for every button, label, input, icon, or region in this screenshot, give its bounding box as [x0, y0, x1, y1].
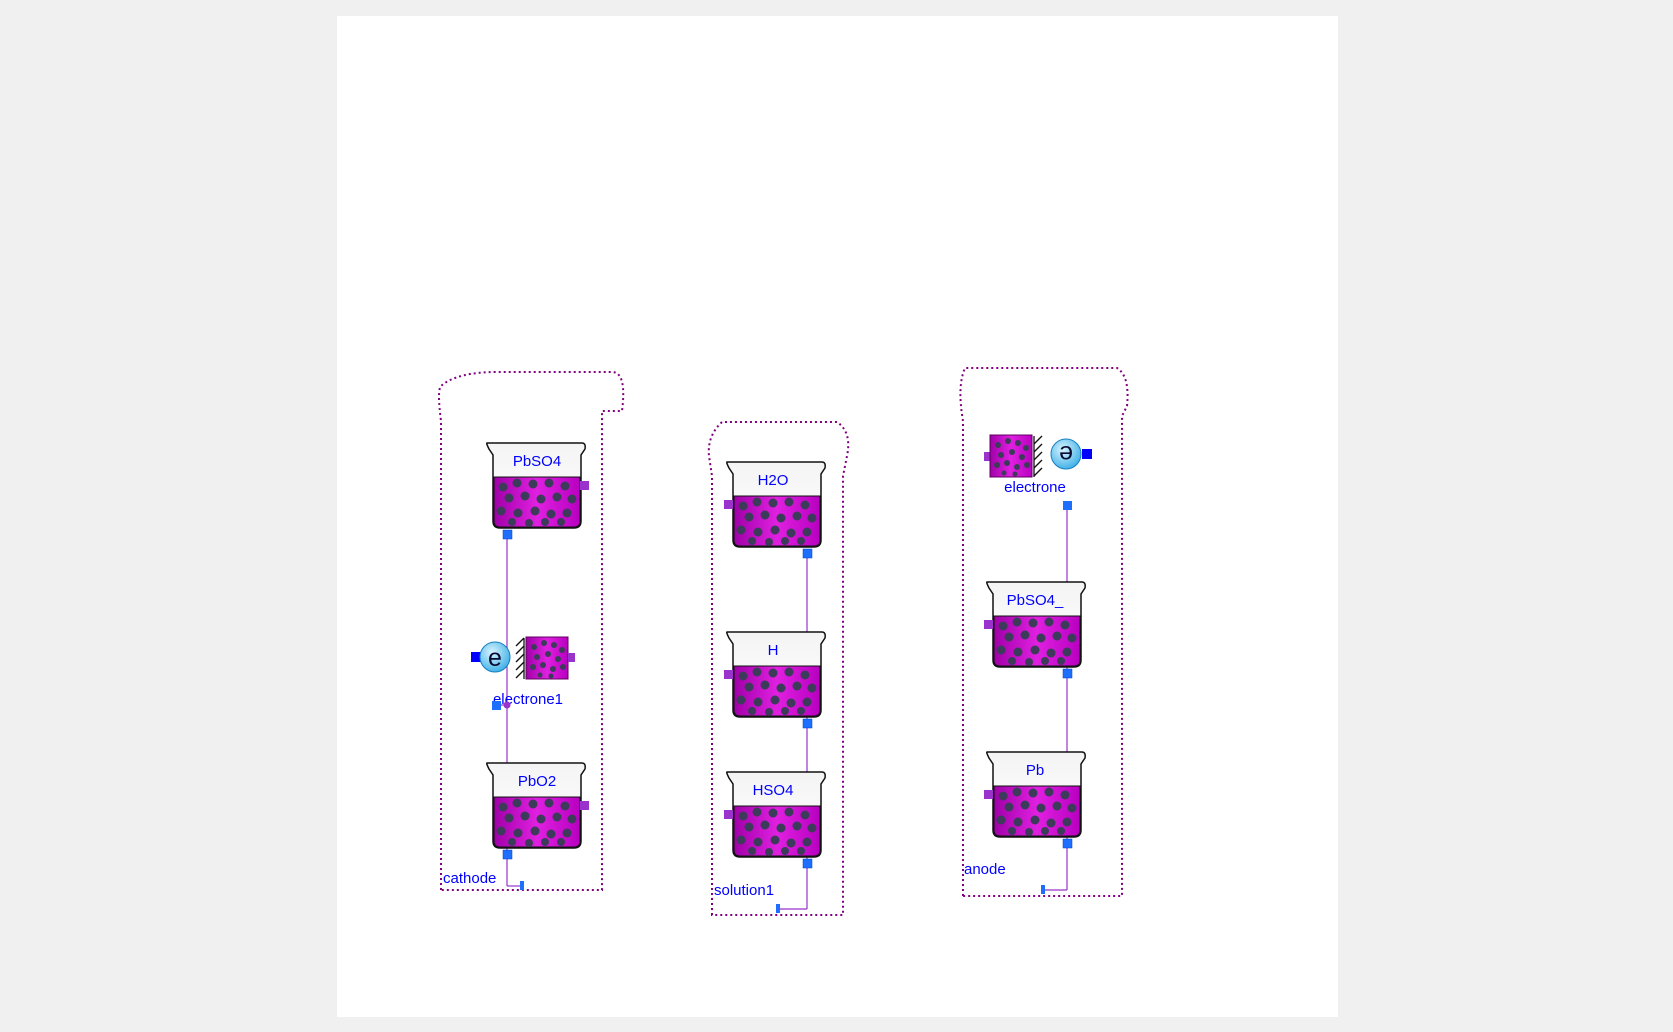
group-port[interactable]	[776, 904, 780, 913]
diagram-svg: cathode PbSO4 e	[438, 367, 1129, 916]
electron-symbol: e	[488, 644, 502, 672]
solid-substance-box	[989, 434, 1033, 478]
side-port[interactable]	[724, 670, 733, 679]
solution-group[interactable]: solution1 H2O	[707, 421, 850, 916]
particles	[530, 640, 566, 679]
group-label: solution1	[714, 882, 774, 899]
substance-beaker[interactable]: PbSO4_	[984, 581, 1086, 679]
electron-label: electrone1	[493, 691, 563, 708]
diagram-canvas: cathode PbSO4 e	[337, 16, 1338, 1017]
particles	[736, 667, 817, 716]
electron-icon	[479, 641, 511, 673]
side-port[interactable]	[984, 452, 991, 461]
bottom-port[interactable]	[502, 529, 513, 540]
beaker-label: H2O	[758, 472, 789, 489]
bottom-port[interactable]	[1062, 838, 1073, 849]
beaker-label: PbO2	[518, 773, 556, 790]
particles	[994, 438, 1030, 477]
particles	[996, 787, 1077, 836]
particles	[736, 807, 817, 856]
anode-group[interactable]: anode e electrone	[959, 367, 1129, 897]
substance-beaker[interactable]: H2O	[724, 461, 826, 559]
substance-beaker[interactable]: Pb	[984, 751, 1086, 849]
substance-beaker[interactable]: PbSO4	[486, 442, 589, 540]
side-port[interactable]	[580, 801, 589, 810]
beaker-label: PbSO4_	[1007, 592, 1064, 609]
cathode-boundary	[438, 371, 625, 891]
group-label: anode	[964, 861, 1006, 878]
bottom-port[interactable]	[802, 548, 813, 559]
electron-symbol: e	[1059, 440, 1073, 468]
particles	[496, 798, 577, 847]
substance-beaker[interactable]: HSO4	[724, 771, 826, 869]
group-port[interactable]	[520, 881, 524, 890]
bottom-port[interactable]	[492, 701, 501, 710]
beaker-label: HSO4	[753, 782, 794, 799]
side-port[interactable]	[724, 500, 733, 509]
bottom-port[interactable]	[1063, 501, 1072, 510]
side-port[interactable]	[984, 620, 993, 629]
solid-substance-box	[525, 636, 569, 680]
electron-port[interactable]	[1082, 449, 1092, 459]
electron-component[interactable]: e electrone	[984, 434, 1092, 510]
group-port[interactable]	[1041, 885, 1045, 894]
substance-beaker[interactable]: PbO2	[486, 762, 589, 860]
particles	[736, 497, 817, 546]
bottom-port[interactable]	[802, 858, 813, 869]
bottom-port[interactable]	[802, 718, 813, 729]
side-port[interactable]	[984, 790, 993, 799]
bottom-port[interactable]	[502, 849, 513, 860]
electron-component[interactable]: e electrone1	[471, 636, 575, 710]
substance-beaker[interactable]: H	[724, 631, 826, 729]
beaker-label: H	[768, 642, 779, 659]
side-port[interactable]	[568, 653, 575, 662]
electron-label: electrone	[1004, 479, 1066, 496]
beaker-label: PbSO4	[513, 453, 561, 470]
hatch	[1033, 435, 1043, 477]
bottom-port[interactable]	[1062, 668, 1073, 679]
particles	[496, 478, 577, 527]
electron-icon	[1050, 438, 1082, 470]
hatch	[515, 637, 525, 679]
group-label: cathode	[443, 870, 496, 887]
side-port[interactable]	[724, 810, 733, 819]
side-port[interactable]	[580, 481, 589, 490]
anode-boundary	[959, 367, 1129, 897]
electron-port[interactable]	[471, 652, 481, 662]
solution-boundary	[707, 421, 850, 916]
particles	[996, 617, 1077, 666]
beaker-label: Pb	[1026, 762, 1044, 779]
junction-dot	[503, 701, 511, 709]
cathode-group[interactable]: cathode PbSO4 e	[438, 371, 625, 891]
